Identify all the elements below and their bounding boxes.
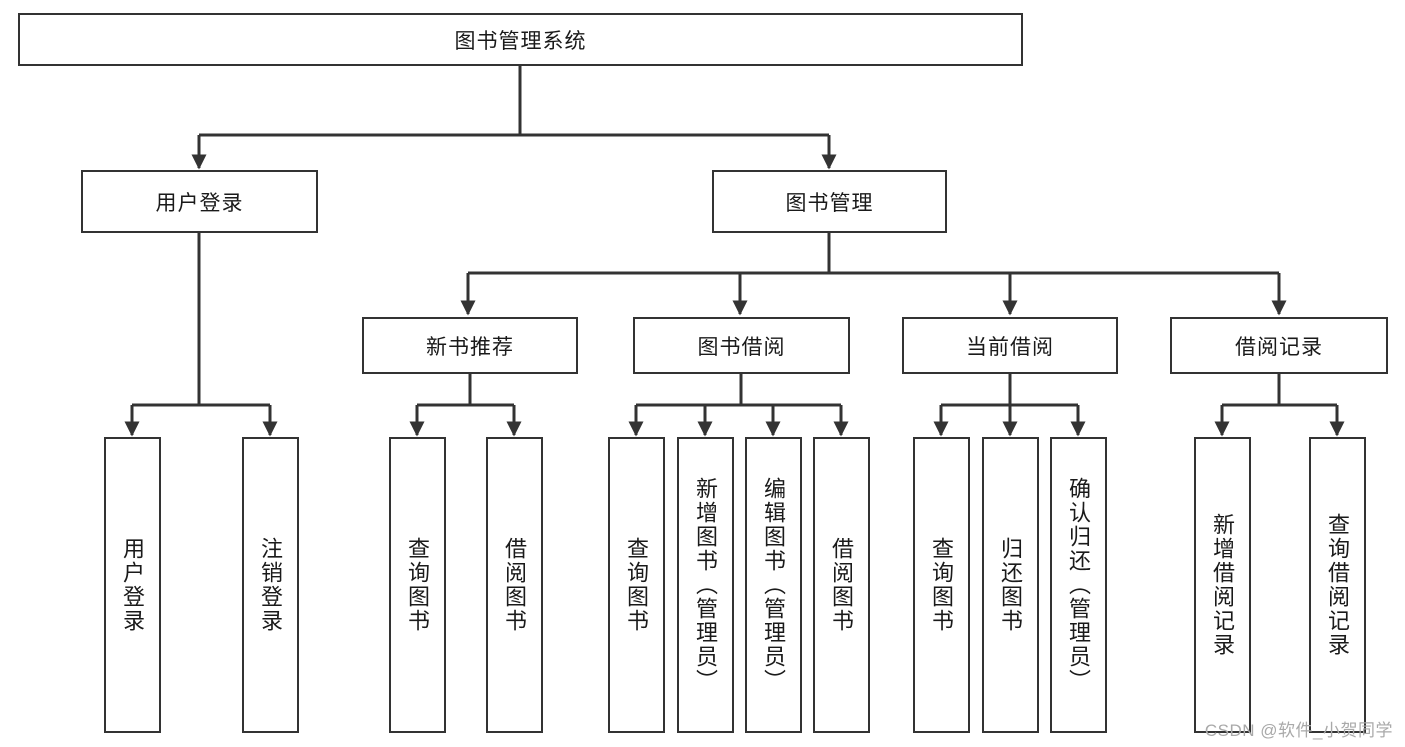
- node-leaf-edit-book-label: 编辑图书（管理员）: [761, 477, 787, 693]
- node-leaf-query-book-1-label: 查询图书: [405, 537, 431, 633]
- node-book-manage-label: 图书管理: [785, 191, 874, 215]
- node-current-borrow-label: 当前借阅: [966, 335, 1054, 359]
- node-leaf-borrow-book-1-label: 借阅图书: [502, 537, 528, 633]
- node-leaf-add-record-label: 新增借阅记录: [1210, 513, 1236, 657]
- node-leaf-confirm-return-label: 确认归还（管理员）: [1066, 477, 1092, 693]
- node-leaf-confirm-return[interactable]: 确认归还（管理员）: [1050, 437, 1107, 733]
- node-leaf-add-record[interactable]: 新增借阅记录: [1194, 437, 1251, 733]
- node-user-login[interactable]: 用户登录: [81, 170, 318, 233]
- node-book-manage[interactable]: 图书管理: [712, 170, 947, 233]
- node-book-borrow-label: 图书借阅: [697, 335, 786, 359]
- node-leaf-borrow-book-2[interactable]: 借阅图书: [813, 437, 870, 733]
- node-leaf-query-book-2-label: 查询图书: [624, 537, 650, 633]
- node-borrow-record-label: 借阅记录: [1235, 335, 1323, 359]
- node-leaf-edit-book[interactable]: 编辑图书（管理员）: [745, 437, 802, 733]
- node-user-login-label: 用户登录: [155, 191, 244, 215]
- node-root[interactable]: 图书管理系统: [18, 13, 1023, 66]
- node-new-book-rec-label: 新书推荐: [426, 335, 514, 359]
- node-book-borrow[interactable]: 图书借阅: [633, 317, 850, 374]
- node-root-label: 图书管理系统: [454, 29, 587, 53]
- node-leaf-query-book-1[interactable]: 查询图书: [389, 437, 446, 733]
- node-new-book-rec[interactable]: 新书推荐: [362, 317, 578, 374]
- node-leaf-user-login[interactable]: 用户登录: [104, 437, 161, 733]
- node-leaf-return-book-label: 归还图书: [998, 537, 1024, 633]
- node-leaf-query-book-2[interactable]: 查询图书: [608, 437, 665, 733]
- node-leaf-query-record-label: 查询借阅记录: [1325, 513, 1351, 657]
- node-leaf-return-book[interactable]: 归还图书: [982, 437, 1039, 733]
- node-borrow-record[interactable]: 借阅记录: [1170, 317, 1388, 374]
- node-leaf-user-login-label: 用户登录: [120, 537, 146, 633]
- node-leaf-query-record[interactable]: 查询借阅记录: [1309, 437, 1366, 733]
- node-leaf-logout-label: 注销登录: [258, 537, 284, 633]
- node-leaf-query-book-3[interactable]: 查询图书: [913, 437, 970, 733]
- node-leaf-add-book-label: 新增图书（管理员）: [693, 477, 719, 693]
- node-leaf-add-book[interactable]: 新增图书（管理员）: [677, 437, 734, 733]
- node-leaf-borrow-book-1[interactable]: 借阅图书: [486, 437, 543, 733]
- node-leaf-query-book-3-label: 查询图书: [929, 537, 955, 633]
- node-leaf-logout[interactable]: 注销登录: [242, 437, 299, 733]
- node-current-borrow[interactable]: 当前借阅: [902, 317, 1118, 374]
- node-leaf-borrow-book-2-label: 借阅图书: [829, 537, 855, 633]
